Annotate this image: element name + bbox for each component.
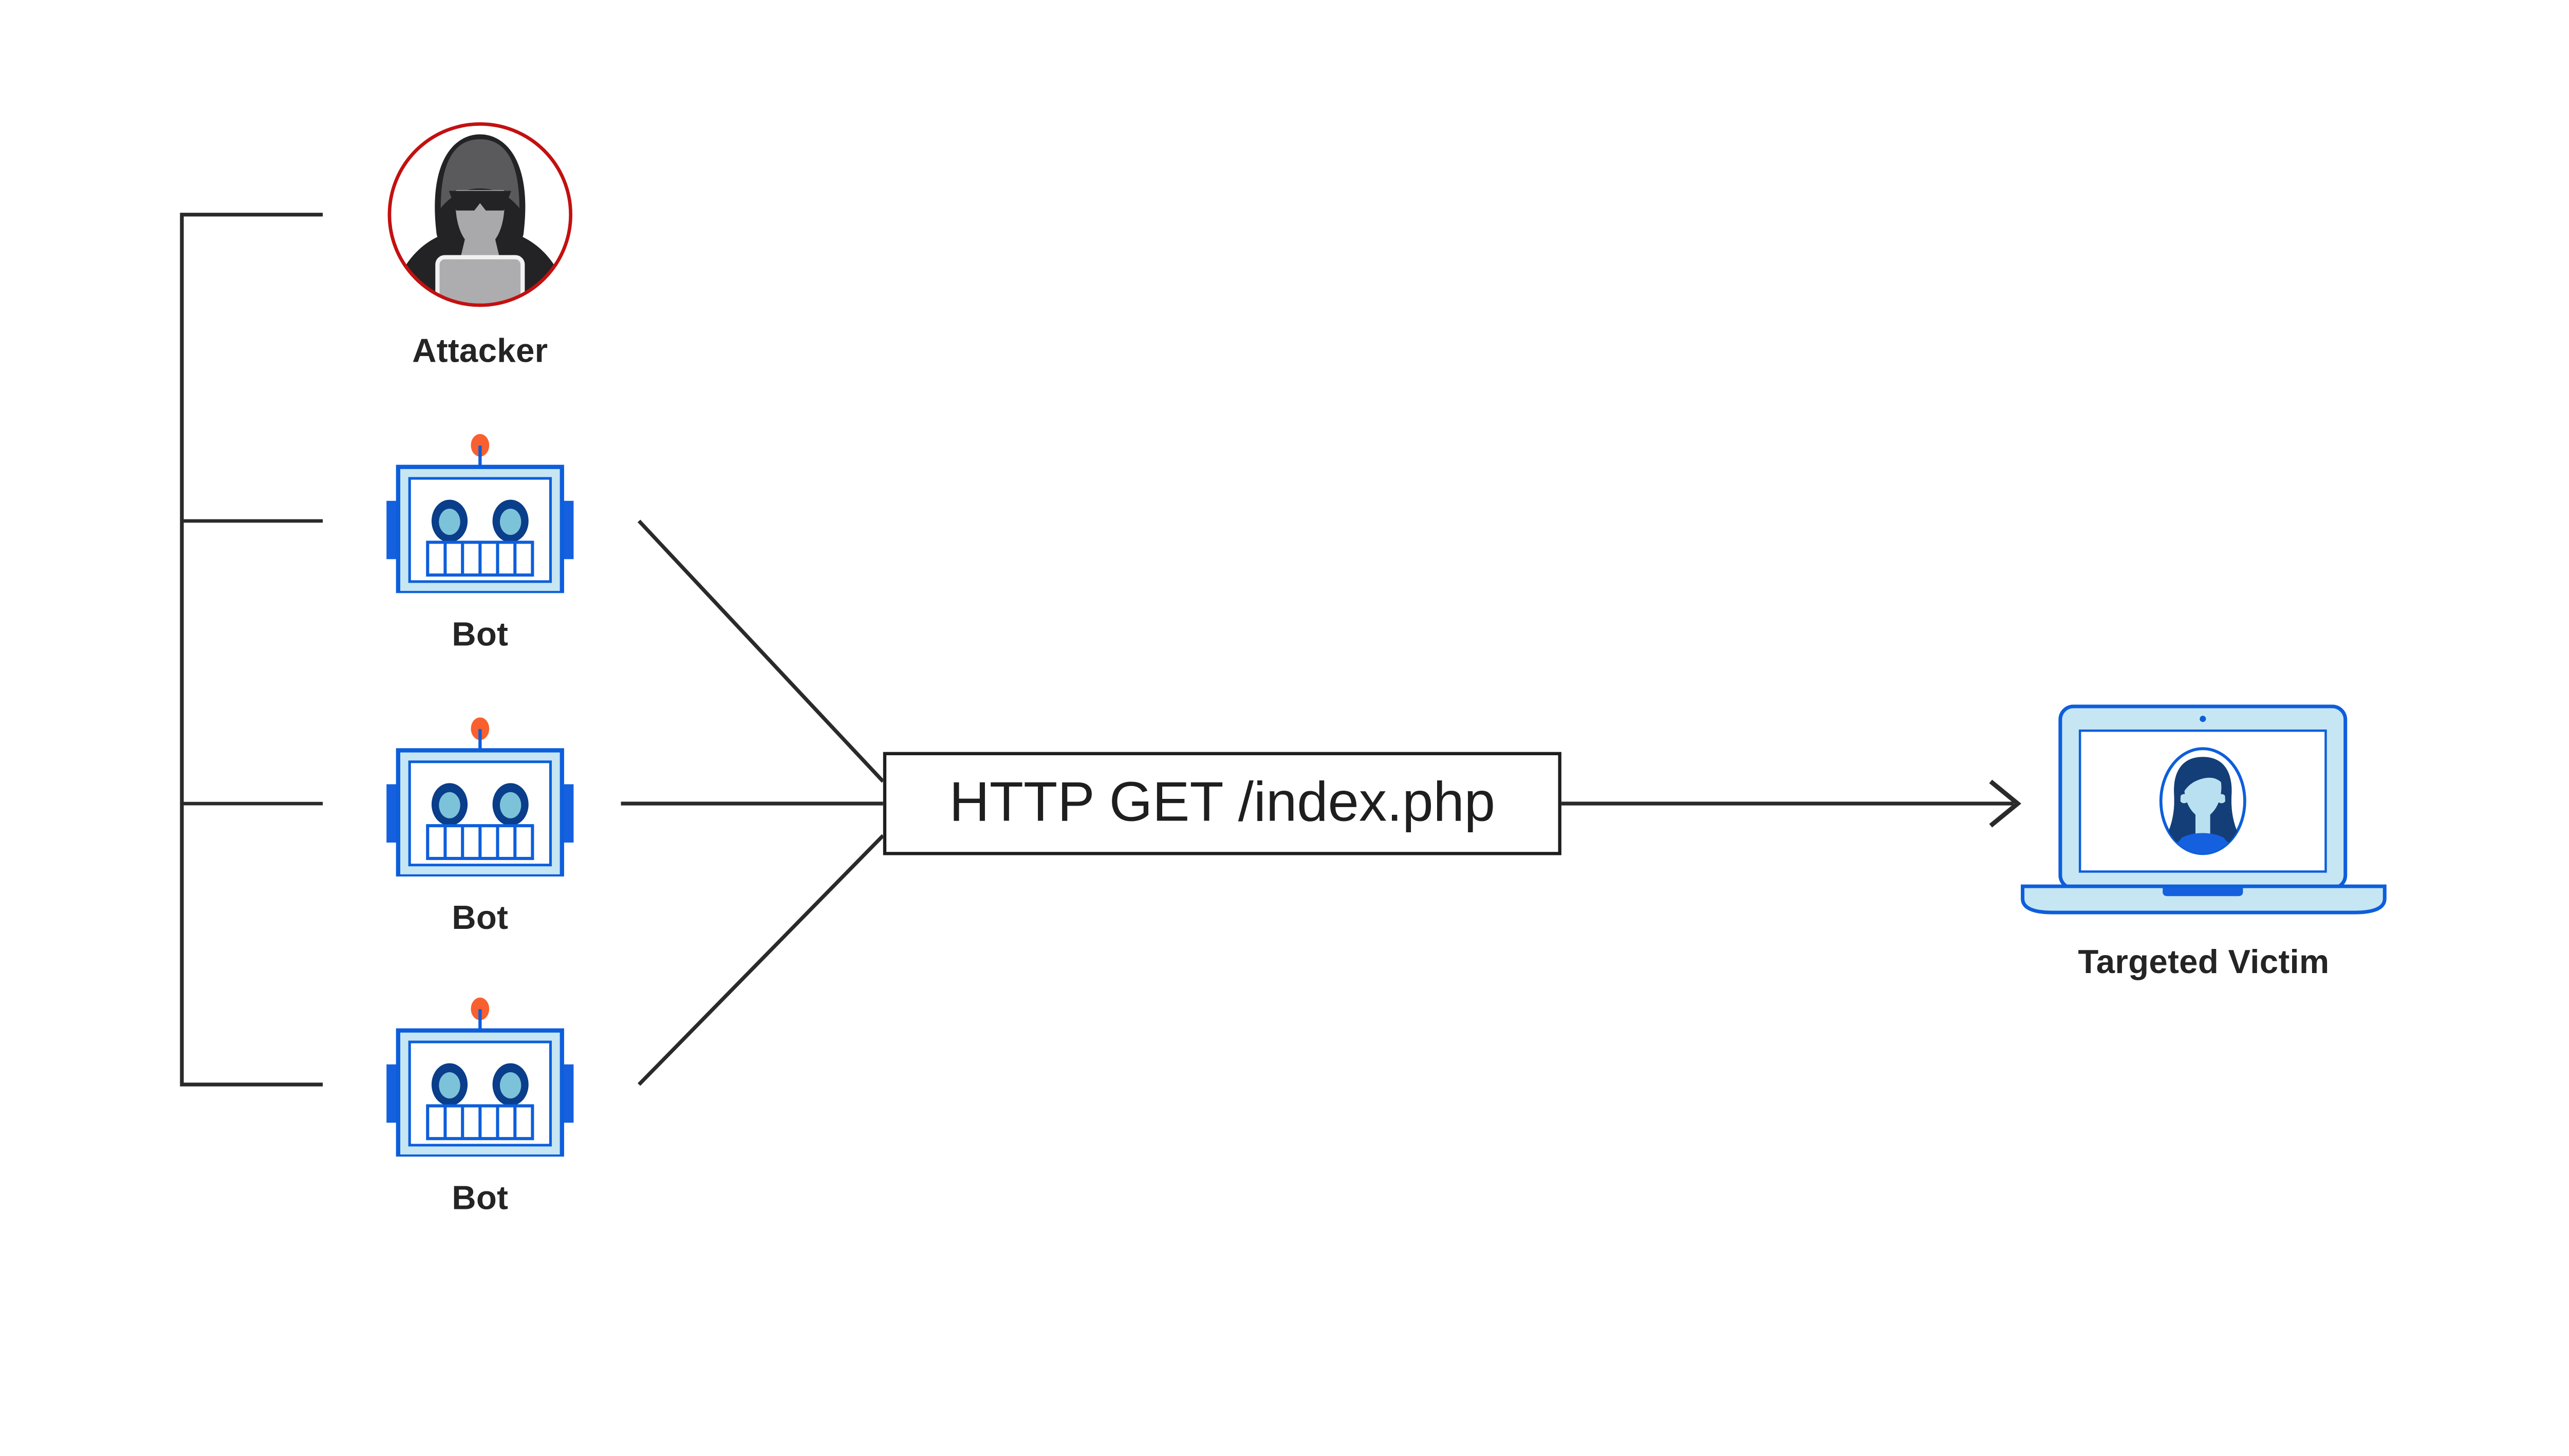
laptop-webcam-icon [2200, 716, 2206, 722]
http-request-label: HTTP GET /index.php [949, 771, 1496, 834]
bot-3-to-request-line [638, 834, 885, 1086]
bot-label-3: Bot [452, 1179, 509, 1218]
bracket-connector [180, 213, 323, 1087]
victim-node [2020, 704, 2387, 921]
bot-icon [385, 986, 575, 1157]
victim-label: Targeted Victim [2078, 943, 2330, 982]
victim-shirt [2167, 833, 2239, 854]
bot-node-1 [385, 423, 575, 593]
attacker-red-ring [387, 122, 572, 307]
attacker-icon [387, 122, 572, 307]
victim-hair-fringe [2182, 762, 2224, 795]
victim-avatar [2159, 747, 2246, 855]
attacker-laptop-icon [435, 255, 525, 304]
bot-node-2 [385, 705, 575, 876]
bot-1-to-request-line [637, 519, 885, 783]
bot-icon [385, 423, 575, 593]
laptop-icon [2021, 704, 2387, 914]
http-request-box: HTTP GET /index.php [883, 752, 1561, 855]
bot-label-2: Bot [452, 899, 509, 937]
bot-node-3 [385, 986, 575, 1157]
bot-icon [385, 705, 575, 876]
laptop-base [2021, 884, 2387, 914]
connector-lines [180, 213, 2022, 1087]
bot-label-1: Bot [452, 615, 509, 654]
attacker-label: Attacker [412, 332, 548, 370]
arrowhead-icon [1989, 779, 2022, 828]
ddos-attack-diagram: Attacker Bot Bot Bot HTTP GET /index.php [180, 116, 2387, 1218]
attacker-sunglasses-icon [449, 191, 511, 211]
laptop-base-notch [2163, 887, 2243, 897]
attacker-node [382, 116, 579, 313]
